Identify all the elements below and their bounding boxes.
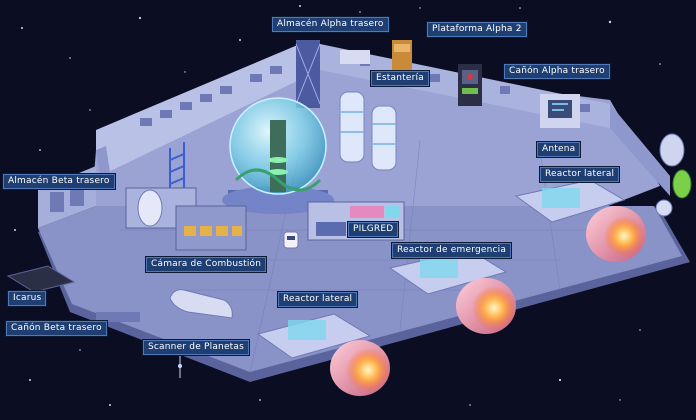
label-camara-combustion[interactable]: Cámara de Combustión [146,257,267,272]
label-reactor-lateral-left[interactable]: Reactor lateral [278,292,358,307]
cannon-beta [96,312,140,322]
label-scanner-planetas[interactable]: Scanner de Planetas [143,340,250,355]
label-icarus[interactable]: Icarus [8,291,47,306]
label-estanteria[interactable]: Estantería [371,71,429,86]
label-pilgred[interactable]: PILGRED [348,222,399,237]
label-canon-beta-trasero[interactable]: Cañón Beta trasero [6,321,107,336]
combustion-chamber [125,187,247,251]
label-canon-alpha-trasero[interactable]: Cañón Alpha trasero [504,64,610,79]
label-plataforma-alpha-2[interactable]: Plataforma Alpha 2 [427,22,527,37]
core-dome [222,97,334,214]
icarus-pad [6,265,76,293]
tanks [339,91,397,171]
label-reactor-emergencia[interactable]: Reactor de emergencia [392,243,512,258]
reactor-emergency [388,249,516,334]
planet-scanner [169,289,233,378]
label-reactor-lateral-right[interactable]: Reactor lateral [540,167,620,182]
cannon-alpha-console [458,64,482,106]
reactor-lateral-left [256,313,390,396]
antenna-dishes [655,133,692,217]
antenna-console [540,94,580,128]
reactor-lateral-right [514,179,646,262]
robot [283,231,299,249]
storage-alpha [295,40,412,108]
label-almacen-beta-trasero[interactable]: Almacén Beta trasero [3,174,115,189]
label-almacen-alpha-trasero[interactable]: Almacén Alpha trasero [272,17,389,32]
label-antena[interactable]: Antena [537,142,581,157]
